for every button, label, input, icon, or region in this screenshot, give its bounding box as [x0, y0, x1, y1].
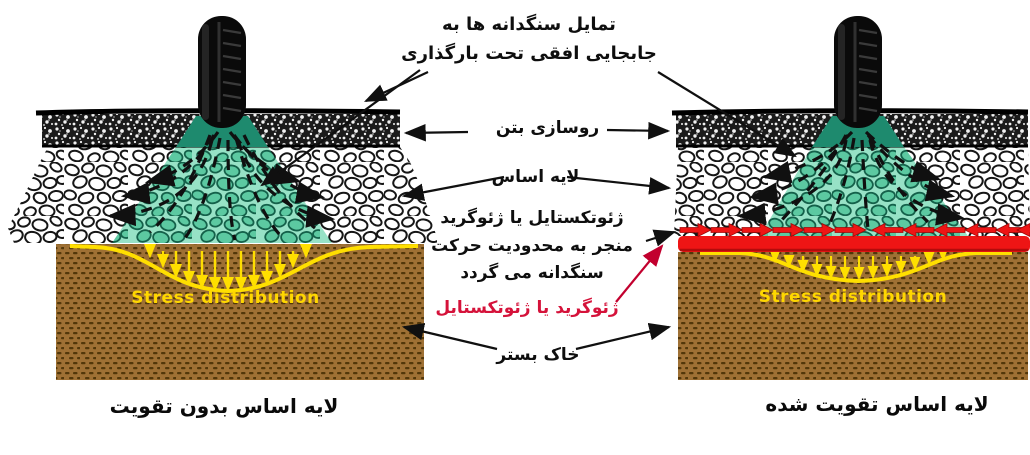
label-load-tendency: تمایل سنگدانه ها به جابجایی افقی تحت بار…: [395, 10, 663, 68]
stress-distribution-left: [69, 244, 419, 294]
geogrid-band: [678, 222, 1030, 252]
stress-distribution-right: [700, 248, 1012, 284]
caption-right-diagram: لایه اساس تقویت شده: [765, 392, 989, 416]
label-geo-restraint: ژئوتکستایل یا ژئوگرید منجر به محدودیت حر…: [418, 205, 646, 288]
label-concrete-pavement: روسازی بتن: [495, 118, 600, 138]
stress-distribution-text-right: Stress distribution: [758, 287, 948, 307]
annotation-arrows: [260, 69, 797, 351]
tire-left: [196, 14, 248, 130]
label-load-tendency-line1: تمایل سنگدانه ها به: [442, 14, 616, 35]
label-geo-restraint-line3: سنگدانه می گردد: [460, 263, 604, 284]
stress-distribution-text-left: Stress distribution: [131, 288, 320, 308]
label-geo-restraint-line1: ژئوتکستایل یا ژئوگرید: [440, 208, 624, 228]
spread-arrows-right: [736, 130, 966, 230]
tire-right: [832, 14, 884, 130]
load-wedge-right: [812, 116, 904, 147]
spread-arrows-left: [106, 131, 336, 241]
left-diagram: [8, 14, 437, 380]
label-geogrid-red: ژئوگرید یا ژئوتکستایل: [435, 298, 619, 318]
label-geo-restraint-line2: منجر به محدودیت حرکت: [431, 235, 633, 256]
right-diagram: [671, 14, 1030, 380]
caption-left-diagram: لایه اساس بدون تقویت: [109, 394, 339, 418]
label-load-tendency-line2: جابجایی افقی تحت بارگذاری: [401, 43, 657, 65]
label-subgrade: خاک بستر: [496, 345, 580, 365]
label-base-layer: لایه اساس: [491, 167, 580, 187]
subgrade-right: [678, 252, 1028, 380]
